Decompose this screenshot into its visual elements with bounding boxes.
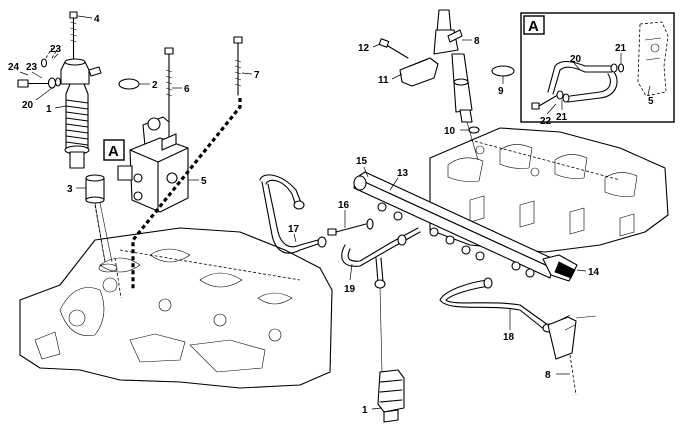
callout-inset-21-b: 21 [556, 112, 568, 123]
callout-1: 1 [46, 104, 52, 115]
callout-18: 18 [503, 332, 515, 343]
detail-tag-label: A [108, 143, 119, 160]
bolt-16 [327, 218, 374, 236]
callout-23-a: 23 [26, 62, 38, 73]
detail-tag-left [103, 139, 125, 161]
small-fasteners-left [17, 47, 140, 90]
callout-14: 14 [588, 267, 600, 278]
callout-8-top: 8 [474, 36, 480, 47]
sensor-bottom [377, 369, 405, 423]
pipe-19 [341, 227, 421, 373]
pump-body [117, 116, 189, 213]
injector-right [433, 9, 480, 161]
injector-bottom [547, 314, 597, 396]
callout-16: 16 [338, 200, 350, 211]
callout-13: 13 [397, 168, 409, 179]
callout-24: 24 [8, 62, 20, 73]
clamp-and-bolt [378, 38, 439, 87]
callout-15: 15 [356, 156, 368, 167]
pressure-sensor [542, 254, 578, 282]
alignment-lines [94, 98, 242, 290]
callout-20: 20 [22, 100, 34, 111]
callout-inset-22: 22 [540, 116, 552, 127]
inset-tag-label: A [528, 18, 539, 35]
callout-labels: 4 1 2 3 6 7 5 24 23 23 20 12 11 8 9 10 1… [8, 14, 654, 416]
callout-12: 12 [358, 43, 370, 54]
callout-8-bottom: 8 [545, 370, 551, 381]
callout-inset-21-a: 21 [615, 43, 627, 54]
detail-inset [520, 12, 675, 123]
callout-11: 11 [378, 75, 389, 86]
callout-6: 6 [184, 84, 190, 95]
callout-10: 10 [444, 126, 456, 137]
callout-7: 7 [254, 70, 260, 81]
callout-3: 3 [67, 184, 73, 195]
pipe-15 [259, 174, 327, 254]
callout-4: 4 [94, 14, 100, 25]
leader-lines [19, 15, 651, 410]
cylinder-head-right [429, 127, 669, 253]
engine-block-left [19, 227, 333, 389]
callout-5: 5 [201, 176, 207, 187]
callout-23-b: 23 [50, 44, 62, 55]
callout-inset-20: 20 [570, 54, 582, 65]
callout-1-bottom: 1 [362, 405, 368, 416]
pump-element-assembly [60, 11, 118, 273]
o-ring-right [491, 65, 515, 77]
callout-inset-5: 5 [648, 96, 654, 107]
callout-9: 9 [498, 86, 504, 97]
pipe-18 [439, 277, 554, 333]
bolts-6-7 [164, 36, 243, 123]
fuel-rail [353, 171, 561, 279]
callout-19: 19 [344, 284, 356, 295]
callout-2: 2 [152, 80, 158, 91]
callout-17: 17 [288, 224, 300, 235]
